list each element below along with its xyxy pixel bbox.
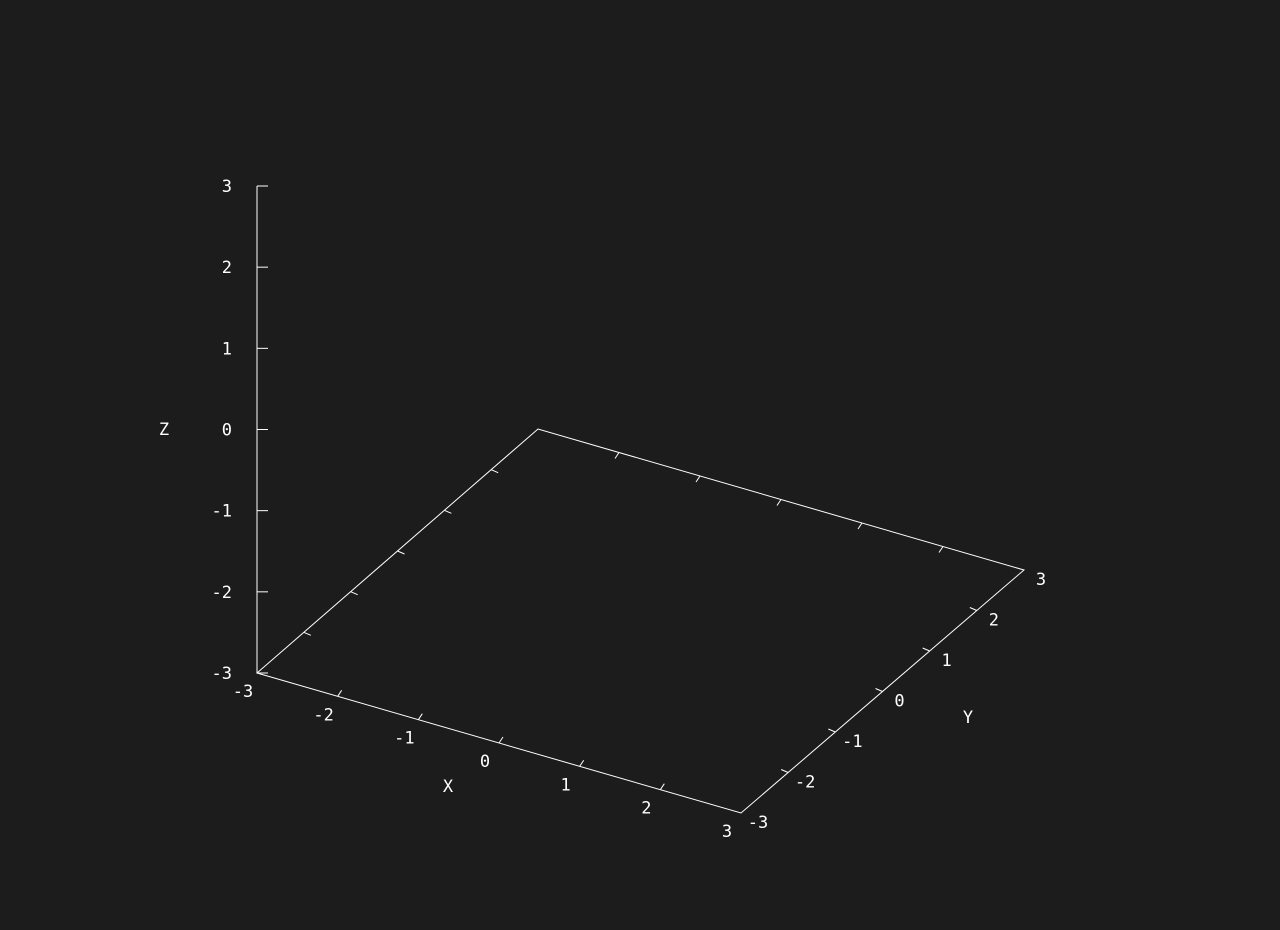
z-tick-label: -3 (212, 664, 232, 684)
x-tick-mark-far (614, 452, 620, 459)
x-tick-mark (659, 783, 665, 790)
y-tick-mark (828, 728, 836, 733)
x-axis-label: X (443, 777, 454, 797)
x-tick-mark-far (938, 546, 944, 553)
x-tick-label: 0 (480, 752, 490, 772)
y-tick-label: -3 (748, 813, 768, 833)
x-tick-label: -1 (394, 729, 414, 749)
z-tick-label: 0 (222, 421, 232, 441)
labels-layer: X Y Z (159, 420, 973, 797)
z-tick-label: -2 (212, 583, 232, 603)
z-tick-label: -1 (212, 502, 232, 522)
y-tick-mark (922, 647, 930, 652)
z-tick-label: 3 (222, 177, 232, 197)
x-tick-mark (337, 690, 343, 697)
x-tick-mark (579, 760, 585, 767)
y-tick-mark-far (490, 469, 499, 474)
x-tick-mark-far (776, 499, 782, 506)
y-tick-mark (969, 607, 978, 611)
y-tick-mark-far (397, 550, 405, 555)
x-tick-label: 3 (722, 822, 732, 842)
y-tick-mark (875, 688, 883, 692)
x-tick-label: 2 (641, 799, 651, 819)
y-tick-mark-far (303, 631, 312, 636)
y-tick-label: -2 (795, 773, 815, 793)
y-tick-label: 0 (894, 692, 904, 712)
x-tick-mark-far (857, 522, 863, 530)
x-tick-label: 1 (561, 775, 571, 795)
x-tick-label: -3 (233, 682, 253, 702)
y-tick-label: 3 (1036, 570, 1046, 590)
z-tick-label: 2 (222, 258, 232, 278)
y-tick-mark-far (444, 509, 452, 514)
y-tick-mark-far (350, 591, 358, 596)
x-tick-label: -2 (313, 705, 333, 725)
base-plane (255, 428, 1026, 814)
z-tick-label: 1 (222, 339, 232, 359)
axes-layer: -3 -2 -1 0 1 2 3 -3 -2 -1 0 1 2 3 -3 -2 -1 0 1 2 3 (212, 177, 1047, 842)
y-tick-mark (780, 769, 789, 773)
y-tick-label: 1 (942, 651, 952, 671)
x-tick-mark (417, 713, 423, 720)
x-tick-mark (498, 736, 504, 744)
y-axis-label: Y (963, 708, 973, 728)
y-tick-label: 2 (989, 611, 999, 631)
y-tick-label: -1 (842, 732, 862, 752)
z-axis-label: Z (159, 420, 169, 440)
x-tick-mark-far (695, 475, 701, 483)
